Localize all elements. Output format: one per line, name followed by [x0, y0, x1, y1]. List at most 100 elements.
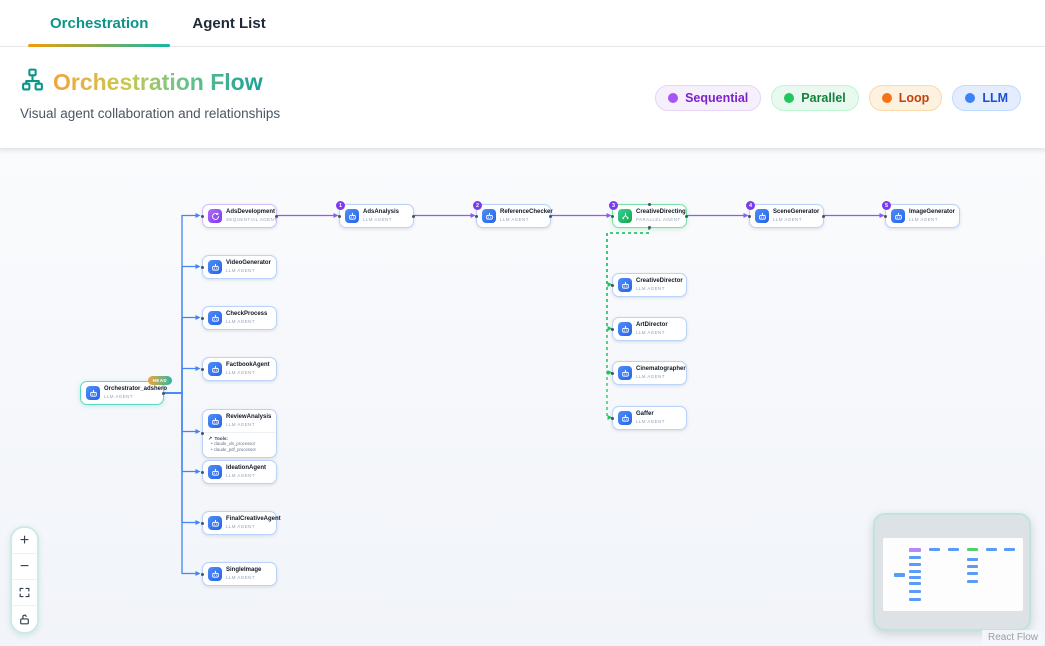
connection-handle-left[interactable]: [201, 265, 204, 269]
connection-handle-left[interactable]: [201, 432, 204, 436]
connection-handle-left[interactable]: [611, 214, 614, 218]
connection-handle-right[interactable]: [549, 214, 552, 218]
zoom-out-button[interactable]: −: [12, 554, 37, 580]
order-badge: 5: [882, 201, 891, 210]
bot-icon: [345, 209, 359, 223]
legend-chip-parallel: Parallel: [771, 85, 859, 111]
fit-view-button[interactable]: [12, 580, 37, 606]
minimap-node: [967, 558, 978, 561]
connection-handle-left[interactable]: [611, 327, 614, 331]
connection-handle-left[interactable]: [201, 521, 204, 525]
tool-item: • claude_xls_processor: [211, 441, 256, 446]
connection-handle-left[interactable]: [611, 283, 614, 287]
page-subtitle: Visual agent collaboration and relations…: [20, 106, 281, 121]
node-type-label: LLM AGENT: [636, 418, 665, 424]
connection-handle-left[interactable]: [338, 214, 341, 218]
node-type-label: LLM AGENT: [226, 523, 255, 529]
edge-orchestrator-to-review-analysis: [164, 392, 201, 434]
connection-handle-left[interactable]: [475, 214, 478, 218]
node-type-label: PARALLEL AGENT: [636, 216, 681, 222]
loop-dot-icon: [881, 93, 892, 103]
order-badge: 3: [609, 201, 618, 210]
minimap-node: [909, 582, 921, 585]
edge-orchestrator-to-final-creative-agent: [164, 392, 201, 525]
node-label: CheckProcess: [226, 311, 268, 318]
node-type-label: LLM AGENT: [636, 329, 665, 335]
connection-handle-left[interactable]: [201, 214, 204, 218]
bot-icon: [618, 366, 632, 380]
connection-handle-left[interactable]: [611, 371, 614, 375]
connection-handle-right[interactable]: [412, 214, 415, 218]
minimap-node: [909, 598, 921, 601]
node-label: ReferenceChecker: [500, 209, 553, 216]
minimap-node: [894, 573, 905, 577]
node-label: ImageGenerator: [909, 209, 956, 216]
legend-chip-sequential: Sequential: [655, 85, 762, 111]
connection-handle-bottom[interactable]: [648, 226, 651, 229]
minimap-node: [929, 548, 940, 551]
legend-chip-label: Parallel: [801, 91, 846, 105]
connection-handle-right[interactable]: [822, 214, 825, 218]
bot-icon: [755, 209, 769, 223]
bot-icon: [208, 260, 222, 274]
connection-handle-left[interactable]: [201, 367, 204, 371]
node-label: VideoGenerator: [226, 260, 271, 267]
minimap-node: [909, 576, 921, 579]
connection-handle-left[interactable]: [611, 416, 614, 420]
node-type-label: LLM AGENT: [226, 318, 255, 324]
connection-handle-left[interactable]: [201, 470, 204, 474]
node-label: Orchestrator_adshero: [104, 386, 168, 393]
minimap-node: [967, 548, 978, 551]
react-flow-attribution[interactable]: React Flow: [981, 630, 1044, 645]
zoom-in-button[interactable]: +: [12, 528, 37, 554]
connection-handle-top[interactable]: [648, 203, 651, 206]
node-label: SingleImage: [226, 567, 262, 574]
bot-icon: [891, 209, 905, 223]
connection-handle-right[interactable]: [162, 391, 165, 395]
node-type-label: LLM AGENT: [104, 393, 133, 399]
minimap[interactable]: [873, 513, 1031, 631]
node-label: SceneGenerator: [773, 209, 820, 216]
bot-icon: [208, 311, 222, 325]
connection-handle-left[interactable]: [201, 572, 204, 576]
parallel-icon: [618, 209, 632, 223]
connection-handle-left[interactable]: [748, 214, 751, 218]
connection-handle-left[interactable]: [201, 316, 204, 320]
unlock-icon: [18, 613, 31, 626]
node-label: IdeationAgent: [226, 465, 266, 472]
tab-orchestration[interactable]: Orchestration: [28, 0, 171, 47]
head-badge: HEAD: [147, 376, 172, 385]
lock-button[interactable]: [12, 606, 37, 632]
node-type-label: LLM AGENT: [226, 369, 255, 375]
minimap-node: [909, 556, 921, 559]
order-badge: 4: [746, 201, 755, 210]
edge-layer: [164, 213, 885, 576]
bot-icon: [618, 322, 632, 336]
connection-handle-right[interactable]: [685, 214, 688, 218]
legend-chip-label: Loop: [898, 91, 930, 105]
tab-agent-list[interactable]: Agent List: [192, 14, 266, 32]
header-left: Orchestration Flow Visual agent collabor…: [20, 67, 280, 148]
connection-handle-right[interactable]: [275, 214, 278, 218]
node-label: CreativeDirecting: [636, 209, 686, 216]
connection-handle-left[interactable]: [884, 214, 887, 218]
